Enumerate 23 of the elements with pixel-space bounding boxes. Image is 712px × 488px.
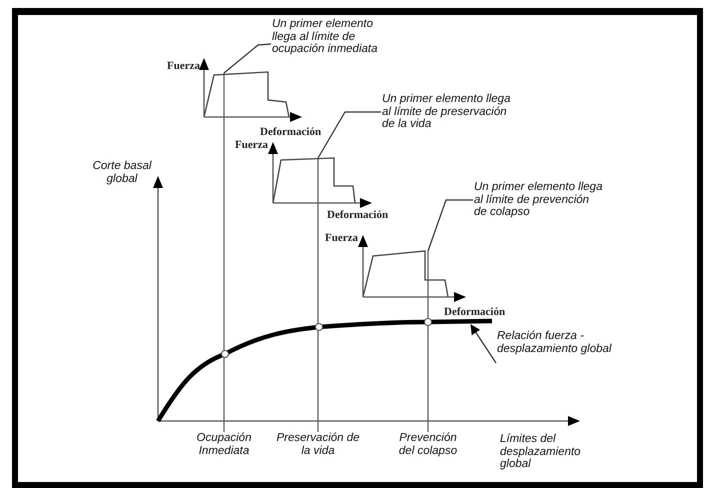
annotation-text: Un primer elemento llega al límite de prevención de colapso — [474, 181, 604, 218]
leader-line — [224, 43, 272, 74]
axis-label: Límites del desplazamiento global — [500, 433, 582, 470]
force-deformation-curve — [362, 250, 449, 298]
force-deformation-curve — [272, 157, 356, 204]
force-deformation-curve — [203, 71, 290, 118]
axis-label: Fuerza — [166, 60, 200, 72]
leader-line — [317, 111, 381, 158]
limit-label: Ocupación Inmediata — [196, 432, 252, 457]
annotation-text: Relación fuerza - desplazamiento global — [497, 330, 627, 355]
limit-label: Preservación de la vida — [276, 432, 360, 457]
axis-label: Corte basal global — [92, 160, 152, 185]
annotation-text: Un primer elemento llega al límite de preservación de la vida — [382, 93, 516, 130]
annotation-text: Un primer elemento llega al límite de ocupación inmediata — [272, 18, 397, 56]
axis-label: Deformación — [327, 209, 390, 221]
arrow — [470, 324, 496, 364]
axis-label: Fuerza — [324, 232, 358, 244]
axis-label: Deformación — [444, 306, 506, 318]
limit-label: Prevención del colapso — [398, 432, 458, 457]
axis-label: Deformación — [260, 126, 322, 138]
axis-label: Fuerza — [234, 139, 268, 151]
capacity-curve — [156, 318, 492, 422]
leader-line — [427, 199, 473, 252]
